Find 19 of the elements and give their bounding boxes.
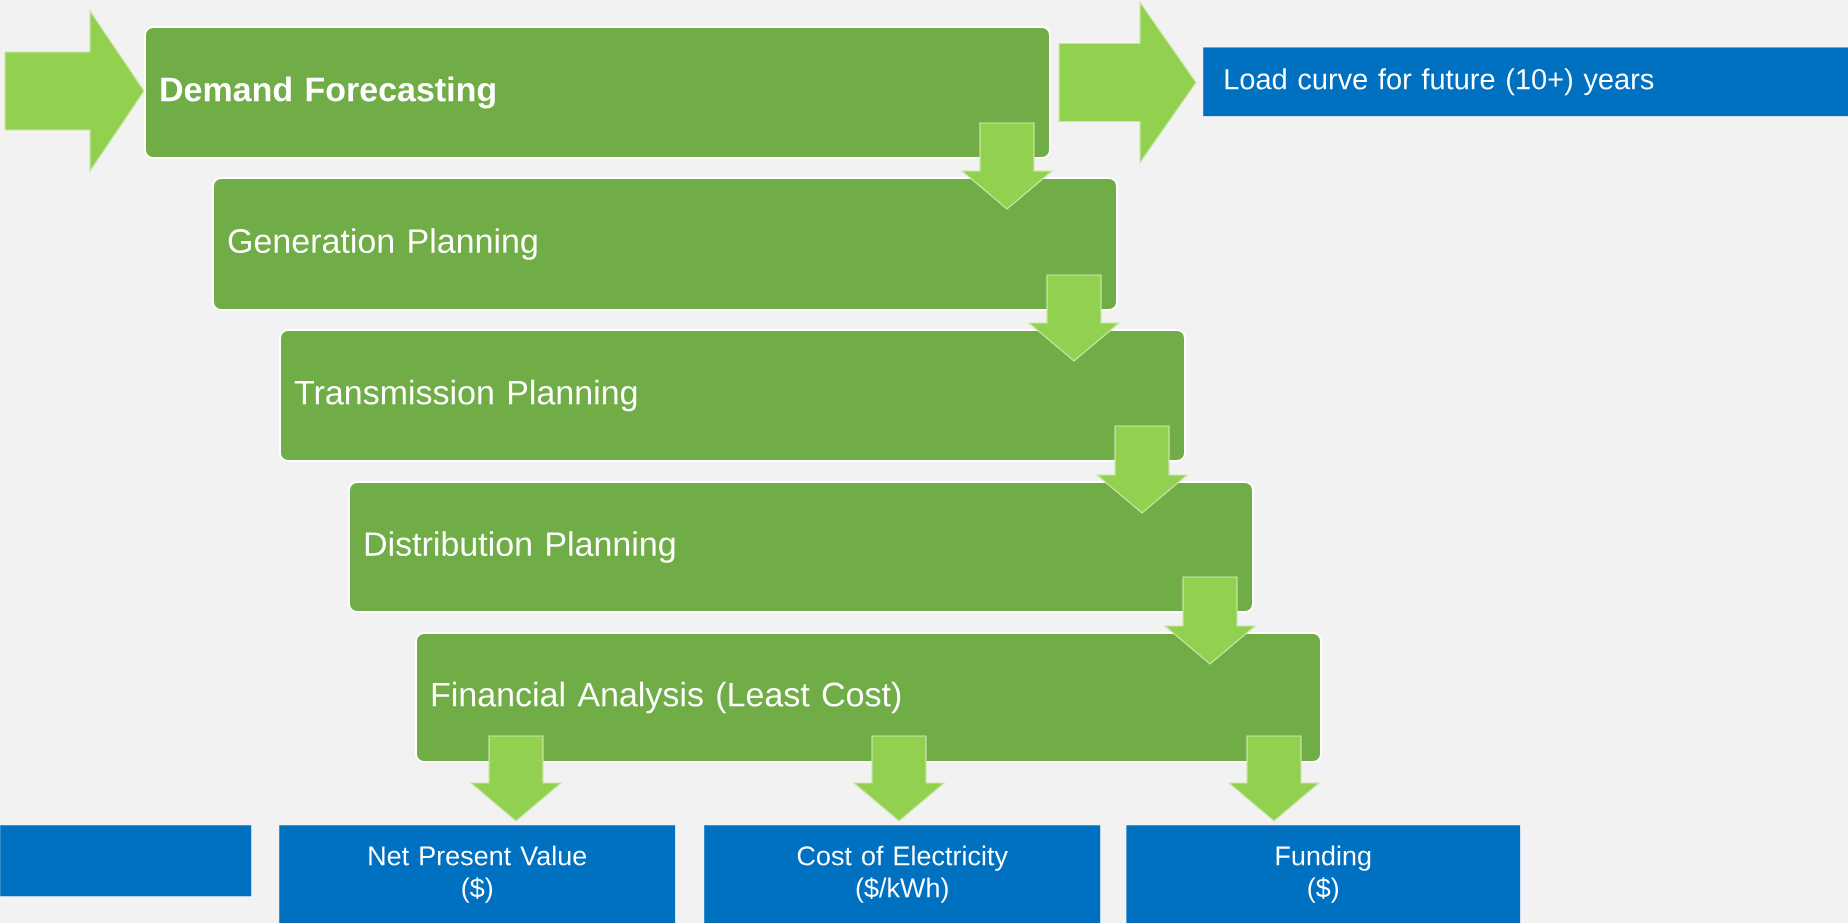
block-arrow	[1027, 274, 1121, 362]
block-arrow	[1058, 0, 1197, 165]
result-box: Load curve for future (10+) years	[1203, 47, 1848, 117]
block-arrow	[1095, 425, 1189, 514]
process-box: Financial Analysis (Least Cost)	[415, 632, 1322, 763]
process-box: Demand Forecasting	[144, 26, 1051, 159]
process-box: Generation Planning	[212, 177, 1118, 311]
process-box: Transmission Planning	[279, 329, 1186, 462]
block-arrow	[1227, 735, 1321, 822]
block-arrow	[4, 9, 145, 173]
result-box: Funding ($)	[1126, 825, 1521, 923]
block-arrow	[852, 735, 946, 822]
result-box: Net Present Value ($)	[279, 825, 676, 923]
result-box: Cost of Electricity ($/kWh)	[704, 825, 1101, 923]
block-arrow	[1163, 576, 1257, 665]
block-arrow	[469, 735, 563, 822]
result-box	[0, 825, 252, 897]
process-box: Distribution Planning	[348, 481, 1254, 613]
block-arrow	[960, 122, 1054, 210]
